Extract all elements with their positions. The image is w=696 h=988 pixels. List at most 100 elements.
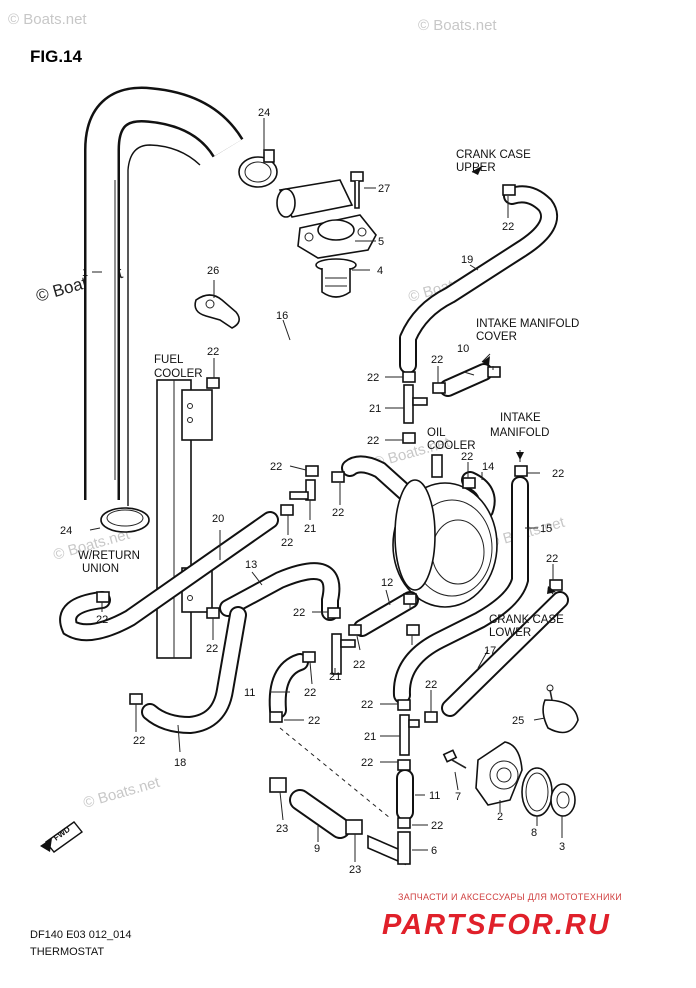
fuel-cooler-bracket: [156, 379, 213, 659]
callout-10: 10: [457, 343, 469, 355]
callout-22-n: 22: [206, 643, 218, 655]
leader-lines: [89, 118, 563, 862]
callout-22-h: 22: [552, 468, 564, 480]
callout-22-g: 22: [461, 451, 473, 463]
callout-5: 5: [378, 236, 384, 248]
direction-arrows: [472, 166, 556, 594]
caption-crank-case-upper-1: CRANK CASE: [456, 149, 531, 161]
hose-18: [141, 606, 247, 735]
callout-4: 4: [377, 265, 383, 277]
bolt-27: [350, 171, 364, 209]
figure-title: FIG.14: [30, 47, 83, 66]
callout-11-left: 11: [244, 687, 255, 699]
clamp-24-lower: [100, 507, 150, 533]
callout-22-o: 22: [353, 659, 365, 671]
callout-6: 6: [431, 845, 437, 857]
callout-12: 12: [381, 577, 393, 589]
hose-9: [289, 789, 351, 839]
fitting-6: [367, 831, 411, 866]
callout-22-c: 22: [367, 372, 379, 384]
callout-27: 27: [378, 183, 390, 195]
connector-21-c: [331, 633, 356, 675]
callout-22-q: 22: [425, 679, 437, 691]
callout-24-lower: 24: [60, 525, 72, 537]
callout-19: 19: [461, 254, 473, 266]
callout-22-v: 22: [431, 820, 443, 832]
callout-21-b: 21: [304, 523, 316, 535]
callout-1: 1: [82, 267, 88, 279]
callout-22-l: 22: [96, 614, 108, 626]
callout-3: 3: [559, 841, 565, 853]
housing-2: [475, 741, 523, 806]
clamp-22-set: [96, 184, 563, 835]
brand-site-logo[interactable]: PARTSFOR.RU: [382, 909, 611, 941]
hose-17: [441, 591, 569, 717]
caption-oil-cooler-2: COOLER: [427, 440, 476, 452]
connector-21-a: [403, 384, 428, 424]
o-ring-8: [521, 767, 553, 817]
callout-20: 20: [212, 513, 224, 525]
hose-15: [392, 476, 529, 704]
callout-21-d: 21: [364, 731, 376, 743]
callout-22-a: 22: [207, 346, 219, 358]
callout-7: 7: [455, 791, 461, 803]
callout-22-d: 22: [431, 354, 443, 366]
thermostat-cover-5: [276, 179, 377, 259]
callout-22-t: 22: [133, 735, 145, 747]
callout-21-a: 21: [369, 403, 381, 415]
hose-10: [439, 363, 493, 397]
brand-tagline: ЗАПЧАСТИ И АКСЕССУАРЫ ДЛЯ МОТОТЕХНИКИ: [398, 892, 622, 902]
callout-22-p: 22: [304, 687, 316, 699]
clip-26: [194, 294, 240, 329]
oil-cooler: [392, 454, 498, 608]
hose-12: [353, 591, 419, 637]
connector-21-b: [289, 479, 316, 501]
callout-18: 18: [174, 757, 186, 769]
model-code: DF140 E03 012_014: [30, 929, 132, 941]
callout-9: 9: [314, 843, 320, 855]
hose-19: [399, 185, 558, 374]
clamp-24-upper: [238, 149, 278, 188]
section-name: THERMOSTAT: [30, 946, 104, 958]
caption-intake-manifold-2: MANIFOLD: [490, 427, 549, 439]
callout-22-i: 22: [332, 507, 344, 519]
bolt-7: [442, 749, 467, 769]
callout-23-a: 23: [276, 823, 288, 835]
caption-intake-manifold-cover-2: COVER: [476, 331, 517, 343]
callout-22-k: 22: [546, 553, 558, 565]
callout-22-f: 22: [270, 461, 282, 473]
callout-22-s: 22: [361, 699, 373, 711]
caption-intake-manifold-cover-1: INTAKE MANIFOLD: [476, 318, 579, 330]
callout-22-j: 22: [281, 537, 293, 549]
watermark-top-right: © Boats.net: [418, 17, 497, 34]
hose-1: [84, 86, 244, 506]
fwd-indicator: FWD: [40, 821, 84, 853]
callout-26: 26: [207, 265, 219, 277]
caption-crank-case-lower-1: CRANK CASE: [489, 614, 564, 626]
callout-22-b: 22: [502, 221, 514, 233]
callout-22-u: 22: [361, 757, 373, 769]
caption-intake-manifold-1: INTAKE: [500, 412, 541, 424]
connector-21-d: [399, 714, 420, 756]
callout-25: 25: [512, 715, 524, 727]
callout-24-upper: 24: [258, 107, 270, 119]
caption-wreturn-union-2: UNION: [82, 563, 119, 575]
caption-crank-case-upper-2: UPPER: [456, 162, 496, 174]
callout-14: 14: [482, 461, 494, 473]
hose-11-left: [268, 653, 309, 719]
callout-22-e: 22: [367, 435, 379, 447]
gear-3: [550, 783, 576, 817]
caption-crank-case-lower-2: LOWER: [489, 627, 531, 639]
callout-13: 13: [245, 559, 257, 571]
caption-fuel-cooler-2: COOLER: [154, 368, 203, 380]
callout-11-right: 11: [429, 790, 440, 802]
callout-2: 2: [497, 811, 503, 823]
callout-21-c: 21: [329, 671, 341, 683]
hose-20: [59, 511, 279, 642]
callout-17: 17: [484, 645, 496, 657]
caption-fuel-cooler-1: FUEL: [154, 354, 184, 366]
watermark-bottom-left: © Boats.net: [81, 774, 162, 812]
callout-8: 8: [531, 827, 537, 839]
callout-22-r: 22: [308, 715, 320, 727]
